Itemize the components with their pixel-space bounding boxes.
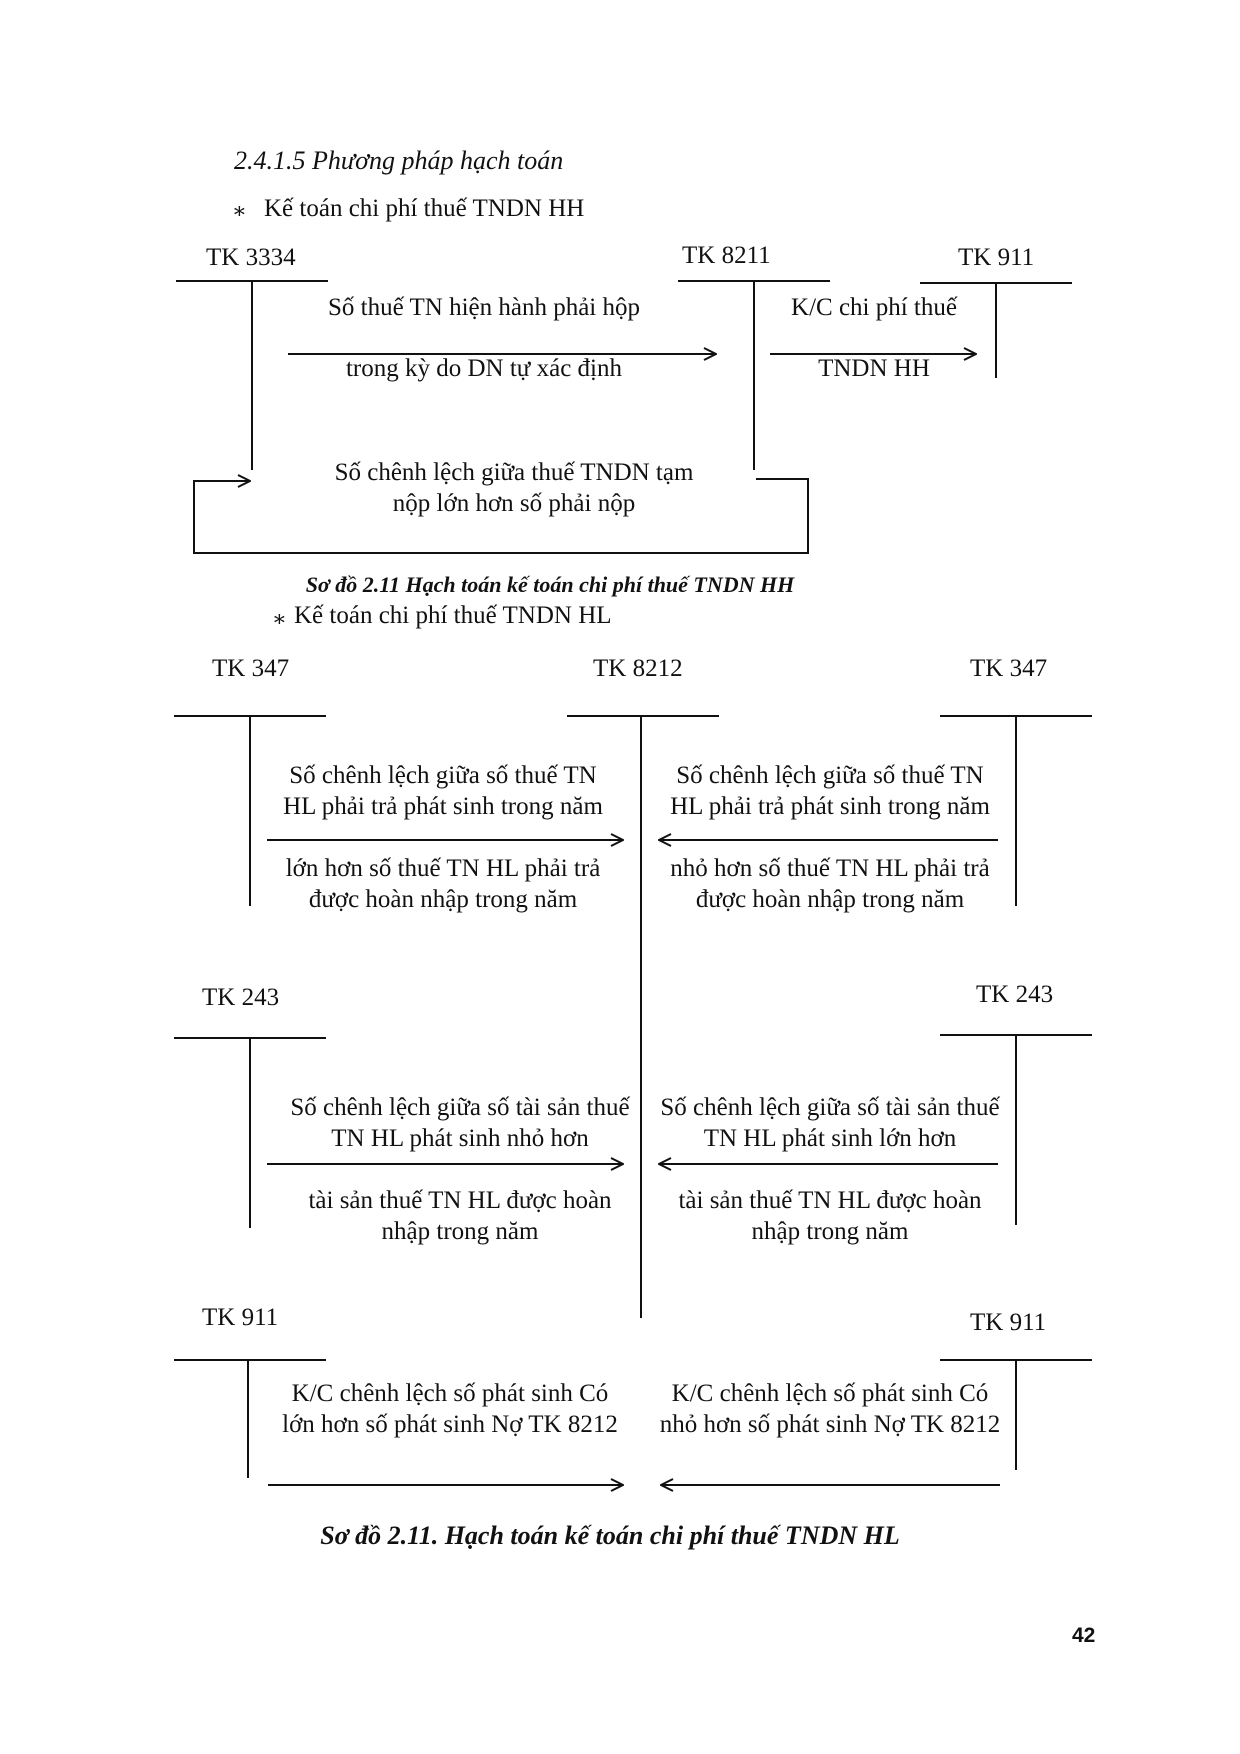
flow-hh-3-line2: nộp lớn hơn số phải nộp: [392, 490, 636, 517]
account-tk347-right: TK 347: [970, 655, 1048, 682]
bullet-hh-text: Kế toán chi phí thuế TNDN HH: [264, 195, 585, 222]
account-tk911-left: TK 911: [202, 1304, 279, 1331]
flow-c-line1: Số chênh lệch giữa số tài sản thuế: [290, 1094, 630, 1121]
bullet-star-icon-2: ∗: [272, 606, 287, 631]
flow-a-line2: HL phải trả phát sinh trong năm: [283, 793, 603, 820]
caption-hl: Sơ đồ 2.11. Hạch toán kế toán chi phí th…: [320, 1521, 900, 1550]
flow-b-line3: nhỏ hơn số thuế TN HL phải trả: [670, 855, 990, 882]
account-tk243-right: TK 243: [976, 981, 1054, 1008]
flow-c-line2: TN HL phát sinh nhỏ hơn: [331, 1125, 589, 1152]
flow-d-line4: nhập trong năm: [751, 1218, 909, 1245]
account-tk243-left: TK 243: [202, 984, 280, 1011]
flow-b-line1: Số chênh lệch giữa số thuế TN: [676, 762, 984, 789]
account-tk3334: TK 3334: [206, 244, 296, 271]
flow-c-line4: nhập trong năm: [381, 1218, 539, 1245]
flow-c-line3: tài sản thuế TN HL được hoàn: [308, 1187, 612, 1214]
flow-d-line1: Số chênh lệch giữa số tài sản thuế: [660, 1094, 1000, 1121]
flow-a-line4: được hoàn nhập trong năm: [308, 886, 578, 913]
arrow-hh-3: [193, 479, 809, 554]
flow-d-line2: TN HL phát sinh lớn hơn: [703, 1125, 957, 1152]
flow-b-line4: được hoàn nhập trong năm: [695, 886, 965, 913]
account-tk347-left: TK 347: [212, 655, 290, 682]
flow-a-line1: Số chênh lệch giữa số thuế TN: [289, 762, 597, 789]
account-tk8212: TK 8212: [593, 655, 683, 682]
flow-hh-1-line2: trong kỳ do DN tự xác định: [345, 355, 622, 382]
flow-e-line2: lớn hơn số phát sinh Nợ TK 8212: [282, 1411, 618, 1438]
caption-hh: Sơ đồ 2.11 Hạch toán kế toán chi phí thu…: [305, 572, 795, 597]
flow-hh-2-line2: TNDN HH: [818, 355, 930, 382]
flow-f-line2: nhỏ hơn số phát sinh Nợ TK 8212: [659, 1411, 1001, 1438]
flow-hh-3-line1: Số chênh lệch giữa thuế TNDN tạm: [334, 459, 694, 486]
page-number: 42: [1072, 1624, 1096, 1647]
flow-hh-2-line1: K/C chi phí thuế: [791, 294, 957, 321]
bullet-hl-text: Kế toán chi phí thuế TNDN HL: [294, 602, 612, 629]
section-heading: 2.4.1.5 Phương pháp hạch toán: [234, 146, 564, 175]
bullet-star-icon: ∗: [232, 198, 247, 223]
flow-f-line1: K/C chênh lệch số phát sinh Có: [671, 1380, 989, 1407]
account-tk911-right: TK 911: [970, 1309, 1047, 1336]
flow-d-line3: tài sản thuế TN HL được hoàn: [678, 1187, 982, 1214]
flow-hh-1-line1: Số thuế TN hiện hành phải hộp: [328, 294, 640, 321]
account-tk8211: TK 8211: [682, 242, 771, 269]
flow-a-line3: lớn hơn số thuế TN HL phải trả: [285, 855, 601, 882]
flow-b-line2: HL phải trả phát sinh trong năm: [670, 793, 990, 820]
flow-e-line1: K/C chênh lệch số phát sinh Có: [291, 1380, 609, 1407]
account-tk911-hh: TK 911: [958, 244, 1035, 271]
